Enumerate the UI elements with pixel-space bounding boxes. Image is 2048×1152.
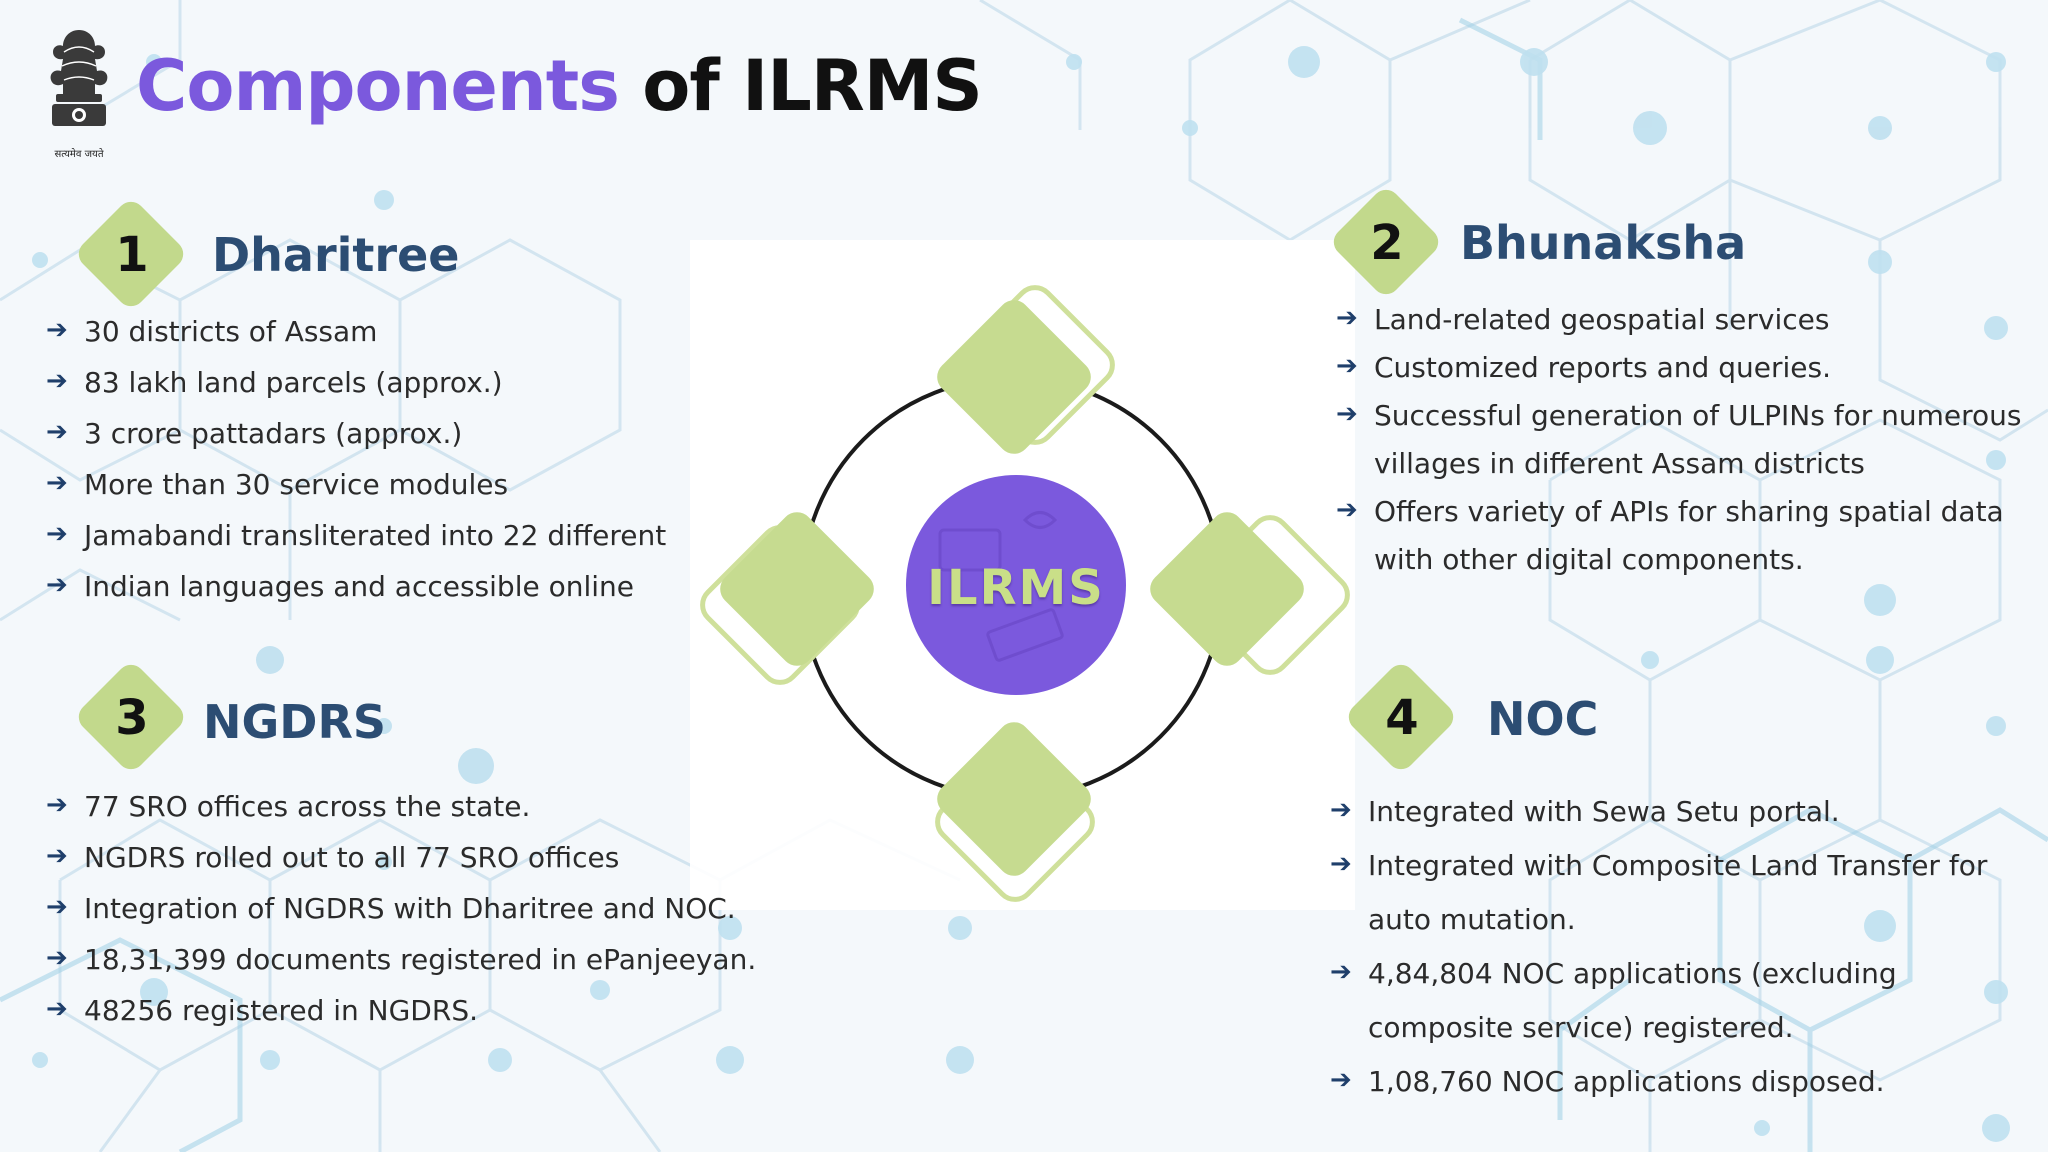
arrow-icon: ➔ — [46, 943, 68, 973]
diagram-node-right — [1150, 512, 1350, 675]
arrow-icon: ➔ — [46, 519, 68, 549]
section-1-title: Dharitree — [212, 228, 460, 282]
arrow-icon: ➔ — [1330, 795, 1352, 825]
section-4-number: 4 — [1385, 690, 1419, 746]
arrow-icon: ➔ — [1330, 1065, 1352, 1095]
list-item: ➔Integrated with Composite Land Transfer… — [1330, 849, 1988, 882]
diagram-node-top — [937, 285, 1115, 454]
section-1-list: ➔30 districts of Assam ➔83 lakh land par… — [46, 315, 666, 621]
list-item: ➔83 lakh land parcels (approx.) — [46, 366, 503, 399]
diagram-node-left — [700, 512, 874, 685]
list-item: ➔30 districts of Assam — [46, 315, 378, 348]
list-item: ➔48256 registered in NGDRS. — [46, 994, 478, 1027]
section-4-title: NOC — [1487, 692, 1599, 746]
arrow-icon: ➔ — [1336, 303, 1358, 333]
section-3-title: NGDRS — [203, 695, 386, 749]
list-item: ➔Customized reports and queries. — [1336, 351, 1831, 384]
arrow-icon: ➔ — [46, 570, 68, 600]
list-item: ➔Land-related geospatial services — [1336, 303, 1830, 336]
list-item: ➔Offers variety of APIs for sharing spat… — [1336, 495, 2004, 528]
list-item: ➔Jamabandi transliterated into 22 differ… — [46, 519, 667, 552]
emblem-caption: सत्यमेव जयते — [54, 149, 104, 160]
list-item: auto mutation. — [1368, 903, 1576, 936]
list-item: ➔Integrated with Sewa Setu portal. — [1330, 795, 1840, 828]
emblem-logo — [50, 30, 108, 126]
section-2-title: Bhunaksha — [1460, 216, 1747, 270]
page-title: Components of ILRMS — [136, 45, 983, 127]
page-title-accent: Components — [136, 45, 620, 127]
diagram-node-bottom — [935, 722, 1095, 902]
arrow-icon: ➔ — [1336, 495, 1358, 525]
arrow-icon: ➔ — [46, 366, 68, 396]
page-title-rest: of ILRMS — [642, 45, 983, 127]
list-item: ➔NGDRS rolled out to all 77 SRO offices — [46, 841, 620, 874]
arrow-icon: ➔ — [1330, 957, 1352, 987]
list-item: ➔Integration of NGDRS with Dharitree and… — [46, 892, 736, 925]
list-item: ➔4,84,804 NOC applications (excluding — [1330, 957, 1897, 990]
section-2-list: ➔Land-related geospatial services ➔Custo… — [1336, 303, 2022, 591]
section-1-number: 1 — [115, 227, 149, 283]
arrow-icon: ➔ — [46, 315, 68, 345]
list-item: ➔18,31,399 documents registered in ePanj… — [46, 943, 757, 976]
list-item: villages in different Assam districts — [1374, 447, 1865, 480]
list-item: composite service) registered. — [1368, 1011, 1794, 1044]
section-3-number: 3 — [115, 690, 149, 746]
list-item: ➔3 crore pattadars (approx.) — [46, 417, 463, 450]
ilrms-diagram — [700, 285, 1350, 902]
arrow-icon: ➔ — [46, 994, 68, 1024]
arrow-icon: ➔ — [46, 841, 68, 871]
diagram-center-label: ILRMS — [927, 560, 1105, 616]
arrow-icon: ➔ — [46, 892, 68, 922]
list-item: ➔Indian languages and accessible online — [46, 570, 635, 603]
arrow-icon: ➔ — [1336, 399, 1358, 429]
arrow-icon: ➔ — [1336, 351, 1358, 381]
list-item: ➔1,08,760 NOC applications disposed. — [1330, 1065, 1885, 1098]
section-3-list: ➔77 SRO offices across the state. ➔NGDRS… — [46, 790, 756, 1045]
list-item: with other digital components. — [1374, 543, 1804, 576]
list-item: ➔More than 30 service modules — [46, 468, 509, 501]
list-item: ➔Successful generation of ULPINs for num… — [1336, 399, 2022, 432]
section-4-list: ➔Integrated with Sewa Setu portal. ➔Inte… — [1330, 795, 1987, 1119]
arrow-icon: ➔ — [46, 790, 68, 820]
list-item: ➔77 SRO offices across the state. — [46, 790, 531, 823]
section-2-number: 2 — [1370, 215, 1404, 271]
arrow-icon: ➔ — [1330, 849, 1352, 879]
arrow-icon: ➔ — [46, 468, 68, 498]
arrow-icon: ➔ — [46, 417, 68, 447]
